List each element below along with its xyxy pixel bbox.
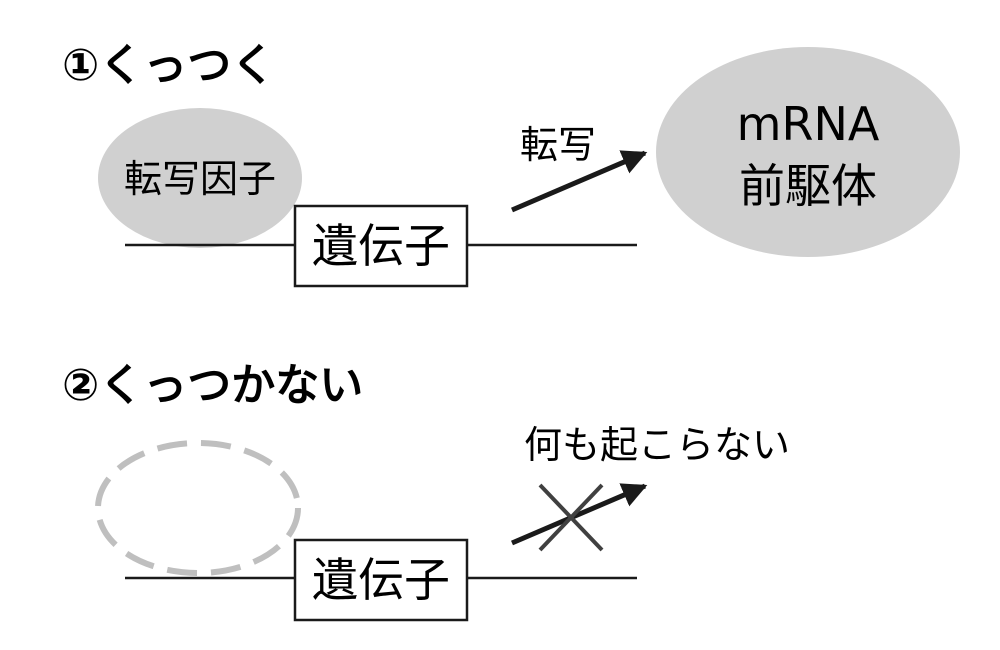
section1-heading: ①くっつく — [62, 40, 275, 91]
transcription-factor-label: 転写因子 — [124, 157, 276, 201]
section2-heading: ②くっつかない — [62, 360, 363, 411]
gene-label-2: 遺伝子 — [312, 553, 450, 607]
mrna-label: mRNA — [737, 97, 880, 151]
transcription-arrow-label: 転写 — [520, 123, 596, 167]
gene-label-1: 遺伝子 — [312, 219, 450, 273]
gene-box-2 — [293, 538, 469, 622]
precursor-label: 前駆体 — [739, 159, 877, 213]
mrna-precursor-ellipse — [656, 47, 960, 257]
transcription-arrow — [511, 150, 648, 213]
cross-mark-stroke-2 — [538, 483, 604, 552]
absent-factor-dashed-ellipse — [95, 440, 301, 576]
nothing-happens-label: 何も起こらない — [524, 423, 790, 467]
blocked-arrow — [511, 483, 648, 546]
transcription-factor-ellipse — [98, 108, 302, 248]
gene-box-1 — [293, 204, 469, 288]
